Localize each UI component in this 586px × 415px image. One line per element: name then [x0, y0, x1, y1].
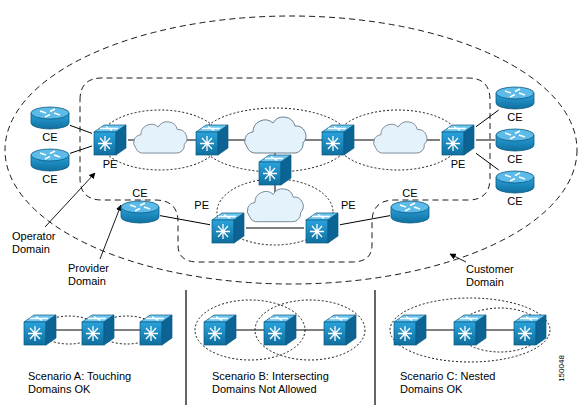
node-label: CE	[507, 195, 522, 207]
node-label: CE	[402, 187, 417, 199]
router-icon	[390, 200, 430, 224]
pe-switch: PE	[210, 211, 246, 245]
router-icon	[495, 170, 535, 194]
pe-switch: PE	[440, 123, 476, 157]
router-icon	[30, 106, 70, 130]
link-line	[70, 146, 92, 153]
node-label: PE	[451, 158, 466, 170]
switch-icon	[210, 211, 246, 245]
domain-label: Customer Domain	[466, 263, 530, 289]
ce-router: CE	[495, 128, 535, 152]
domain-label: Scenario A: Touching Domains OK	[28, 370, 158, 396]
link-line	[70, 125, 92, 133]
node-label: PE	[194, 199, 209, 211]
node-label: CE	[42, 173, 57, 185]
figure-number: 150048	[555, 355, 568, 382]
router-icon	[495, 86, 535, 110]
domain-label: Provider Domain	[68, 262, 128, 288]
link-line	[160, 216, 210, 225]
switch-icon	[440, 123, 476, 157]
node-label: CE	[507, 111, 522, 123]
domain-label: Scenario B: Intersecting Domains Not All…	[212, 370, 330, 396]
node-label: PE	[341, 199, 356, 211]
router-icon	[120, 200, 160, 224]
domain-label: Scenario C: Nested Domains OK	[400, 370, 530, 396]
ce-router: CE	[495, 86, 535, 110]
ce-router: CE	[120, 200, 160, 224]
ce-router: CE	[390, 200, 430, 224]
domain-label: Operator Domain	[12, 230, 72, 256]
link-line	[340, 216, 390, 225]
ce-router: CE	[30, 148, 70, 172]
link-line	[476, 153, 499, 170]
ce-router: CE	[495, 170, 535, 194]
node-label: CE	[42, 131, 57, 143]
router-icon	[495, 128, 535, 152]
link-line	[476, 110, 499, 127]
link-line	[476, 140, 495, 141]
ce-router: CE	[30, 106, 70, 130]
node-label: PE	[103, 158, 118, 170]
pe-switch: PE	[304, 211, 340, 245]
node-label: CE	[507, 153, 522, 165]
router-icon	[30, 148, 70, 172]
pe-switch: PE	[92, 123, 128, 157]
node-label: CE	[132, 187, 147, 199]
switch-icon	[304, 211, 340, 245]
switch-icon	[92, 123, 128, 157]
